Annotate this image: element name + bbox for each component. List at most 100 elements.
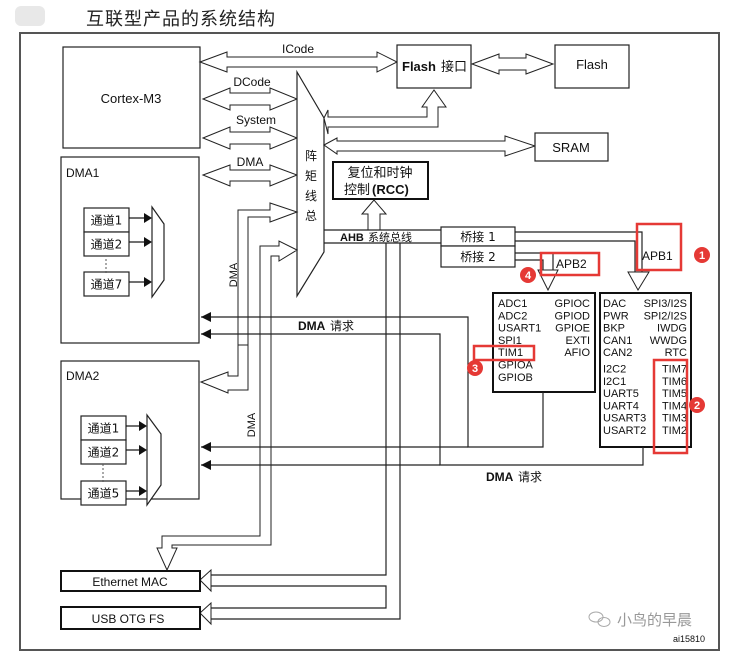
apb2-bus-lines [515, 252, 554, 270]
apb1-peripheral: TIM7 [662, 364, 687, 376]
apb1-peripheral: USART2 [603, 425, 646, 437]
badge-4 [520, 267, 536, 283]
dma1-channel-label: 通道7 [91, 278, 123, 292]
highlight-tim1 [472, 344, 536, 362]
apb2-peripheral: GPIOA [498, 360, 534, 372]
dma1-mux [151, 205, 165, 299]
sram-block[interactable]: SRAM [534, 132, 609, 162]
channel-arrow-head [139, 445, 147, 455]
usb-otg-fs-block[interactable]: USB OTG FS [60, 606, 201, 630]
rcc-label-line2-en: (RCC) [372, 182, 409, 197]
dma2-channel-label: 通道5 [88, 487, 120, 501]
dma1-label: DMA1 [66, 166, 100, 180]
bus-matrix [296, 69, 325, 299]
apb1-label: APB1 [642, 249, 673, 263]
apb1-peripheral: WWDG [650, 335, 687, 347]
badge-2-label: 2 [694, 400, 700, 412]
apb1-peripheral: UART4 [603, 400, 639, 412]
svg-text:总: 总 [305, 209, 317, 223]
cortex-m3-label: Cortex-M3 [101, 91, 162, 106]
apb2-peripheral: GPIOD [555, 310, 591, 322]
ethernet-mac-block[interactable]: Ethernet MAC [60, 570, 201, 592]
bridge2-block[interactable]: 桥接 2 [440, 245, 516, 268]
dma1-block[interactable]: DMA1 [60, 156, 200, 344]
dma2-label: DMA2 [66, 369, 100, 383]
apb1-peripheral: TIM5 [662, 388, 687, 400]
badge-3-label: 3 [472, 363, 478, 375]
apb1-bus-lines [515, 231, 643, 272]
dma2-channel-3[interactable]: 通道5 [80, 480, 147, 506]
channel-arrow-head [139, 486, 147, 496]
apb2-peripheral: ADC2 [498, 310, 527, 322]
cortex-m3-block[interactable]: Cortex-M3 [62, 46, 201, 149]
usb-arrow-head [199, 601, 212, 626]
ahb-to-ethernet-usb-lines [210, 243, 401, 620]
ahb-label-cn: 系统总线 [368, 230, 412, 244]
apb2-label: APB2 [556, 257, 587, 271]
dma-vertical-label-1: DMA [228, 262, 240, 287]
apb2-peripheral: USART1 [498, 323, 541, 335]
apb1-peripheral: TIM3 [662, 413, 687, 425]
flash-bus-arrow [470, 53, 555, 75]
dma1-channel-2[interactable]: 通道2 [83, 231, 152, 257]
apb2-peripheral: TIM1 [498, 347, 523, 359]
bridge1-block[interactable]: 桥接 1 [440, 226, 516, 247]
apb2-peripheral: AFIO [564, 347, 590, 359]
channel-arrow-head [144, 277, 152, 287]
apb1-peripheral: TIM6 [662, 376, 687, 388]
dcode-label: DCode [233, 75, 271, 89]
icode-label: ICode [282, 42, 314, 56]
dma-request-label-1-en: DMA [298, 319, 326, 333]
apb2-peripheral: GPIOB [498, 372, 533, 384]
dma2-bus-arrow [199, 344, 249, 394]
apb1-peripheral: SPI3/I2S [644, 298, 687, 310]
highlight-apb2 [539, 251, 601, 277]
rcc-label-line2-cn: 控制 [344, 183, 370, 198]
badge-2 [689, 397, 705, 413]
dma-request-lines-2 [201, 442, 468, 470]
flash-interface-block[interactable]: Flash 接口 [396, 44, 472, 89]
apb1-peripheral: TIM2 [662, 425, 687, 437]
channel-arrow-head [144, 213, 152, 223]
system-label: System [236, 113, 276, 127]
apb1-peripheral: UART5 [603, 388, 639, 400]
rcc-label-line1: 复位和时钟 [347, 165, 412, 181]
apb1-peripheral: CAN1 [603, 335, 632, 347]
badge-1-label: 1 [699, 250, 705, 262]
flash-interface-label-cn: 接口 [441, 59, 467, 75]
dma2-channel-1[interactable]: 通道1 [80, 415, 147, 441]
svg-text:线: 线 [305, 189, 317, 203]
dma1-to-matrix-bus [237, 202, 299, 346]
dma1-channel-label: 通道2 [91, 238, 123, 252]
highlight-apb1 [635, 222, 683, 272]
wechat-icon [588, 611, 611, 627]
apb1-peripheral: USART3 [603, 413, 646, 425]
ahb-to-rcc-arrow [360, 199, 388, 231]
dma-vertical-label-2: DMA [246, 412, 258, 437]
dma1-channel-3[interactable]: 通道7 [83, 271, 152, 297]
dma-request-label-2-en: DMA [486, 470, 514, 484]
usb-otg-fs-label: USB OTG FS [92, 612, 165, 626]
ahb-label-en: AHB [340, 232, 364, 244]
flash-block[interactable]: Flash [554, 44, 630, 89]
apb1-peripheral: DAC [603, 298, 626, 310]
apb2-peripheral: GPIOE [555, 323, 590, 335]
apb1-peripheral: PWR [603, 310, 629, 322]
apb1-peripheral: IWDG [657, 323, 687, 335]
flash-label: Flash [576, 57, 608, 72]
bridge2-label: 桥接 2 [460, 249, 495, 264]
channel-arrow-head [144, 237, 152, 247]
apb1-peripheral: RTC [665, 347, 687, 359]
ethernet-arrow-head [199, 568, 212, 593]
channel-arrow-head [139, 421, 147, 431]
rcc-block[interactable]: 复位和时钟 控制 (RCC) [332, 161, 429, 200]
apb1-peripheral: TIM4 [662, 400, 687, 412]
apb2-peripheral: ADC1 [498, 298, 527, 310]
apb1-peripherals-block: DACPWRBKPCAN1CAN2I2C2I2C1UART5UART4USART… [599, 292, 692, 448]
system-bus-arrow [201, 126, 299, 150]
figure-id: ai15810 [673, 634, 705, 644]
apb1-peripheral: CAN2 [603, 347, 632, 359]
apb2-peripheral: GPIOC [555, 298, 591, 310]
